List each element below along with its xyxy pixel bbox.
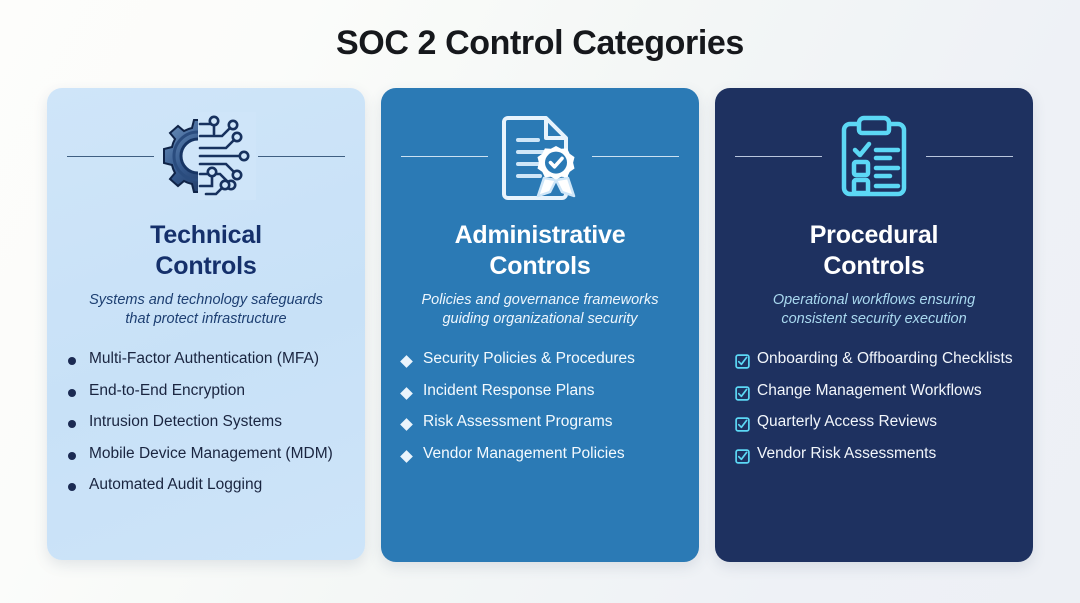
list-item-label: Vendor Management Policies: [423, 444, 625, 462]
diamond-bullet-icon: [400, 412, 423, 432]
list-item-label: Security Policies & Procedures: [423, 350, 635, 368]
list-item: Incident Response Plans: [400, 381, 679, 401]
control-list: Multi-Factor Authentication (MFA) End-to…: [67, 349, 345, 506]
list-item-label: Quarterly Access Reviews: [757, 413, 938, 431]
list-item-label: Change Management Workflows: [757, 381, 982, 399]
divider-right: [926, 155, 1013, 157]
card-subtitle: Policies and governance frameworks guidi…: [421, 292, 659, 328]
divider-left: [401, 155, 488, 157]
dot-bullet-icon: [67, 475, 89, 492]
list-item-label: Automated Audit Logging: [89, 476, 263, 494]
list-item-label: End-to-End Encryption: [89, 381, 245, 399]
divider-left: [735, 155, 822, 157]
diamond-bullet-icon: [400, 381, 423, 400]
list-item: End-to-End Encryption: [67, 381, 345, 401]
card-title: Procedural Controls: [809, 221, 939, 280]
list-item: Multi-Factor Authentication (MFA): [67, 349, 345, 369]
list-item: Vendor Management Policies: [400, 444, 679, 464]
list-item: Change Management Workflows: [735, 381, 1013, 401]
list-item-label: Mobile Device Management (MDM): [89, 444, 333, 462]
list-item-label: Vendor Risk Assessments: [757, 444, 937, 462]
card-administrative-controls[interactable]: Administrative Controls Policies and gov…: [381, 88, 699, 562]
list-item-label: Onboarding & Offboarding Checklists: [757, 350, 1013, 368]
card-technical-controls[interactable]: Technical Controls Systems and technolog…: [47, 88, 365, 560]
list-item-label: Intrusion Detection Systems: [89, 413, 282, 431]
icon-band: [67, 108, 345, 204]
icon-band: [735, 108, 1013, 204]
card-title: Administrative Controls: [454, 221, 626, 280]
list-item: Quarterly Access Reviews: [735, 412, 1013, 432]
card-subtitle: Systems and technology safeguards that p…: [89, 292, 323, 328]
card-procedural-controls[interactable]: Procedural Controls Operational workflow…: [715, 88, 1033, 562]
checkbox-bullet-icon: [735, 381, 757, 401]
document-certificate-icon: [488, 108, 592, 204]
diamond-bullet-icon: [400, 349, 423, 369]
divider-left: [67, 155, 154, 157]
control-list: Onboarding & Offboarding Checklists Chan…: [735, 349, 1013, 475]
list-item-label: Risk Assessment Programs: [423, 413, 613, 431]
clipboard-checklist-icon: [822, 108, 926, 204]
list-item: Intrusion Detection Systems: [67, 412, 345, 432]
card-title: Technical Controls: [150, 221, 262, 280]
list-item: Risk Assessment Programs: [400, 412, 679, 432]
divider-right: [592, 155, 679, 157]
page-title: SOC 2 Control Categories: [336, 24, 744, 62]
divider-right: [258, 155, 345, 157]
dot-bullet-icon: [67, 412, 89, 429]
control-list: Security Policies & Procedures Incident …: [400, 349, 679, 475]
dot-bullet-icon: [67, 381, 89, 397]
checkbox-bullet-icon: [735, 444, 757, 464]
card-subtitle: Operational workflows ensuring consisten…: [772, 292, 976, 328]
list-item-label: Multi-Factor Authentication (MFA): [89, 350, 319, 368]
list-item: Vendor Risk Assessments: [735, 444, 1013, 464]
list-item: Mobile Device Management (MDM): [67, 444, 345, 464]
dot-bullet-icon: [67, 349, 89, 366]
list-item: Security Policies & Procedures: [400, 349, 679, 369]
list-item-label: Incident Response Plans: [423, 381, 595, 399]
list-item: Onboarding & Offboarding Checklists: [735, 349, 1013, 369]
category-cards-row: Technical Controls Systems and technolog…: [47, 88, 1033, 564]
checkbox-bullet-icon: [735, 412, 757, 432]
diamond-bullet-icon: [400, 444, 423, 463]
dot-bullet-icon: [67, 444, 89, 460]
icon-band: [401, 108, 679, 204]
list-item: Automated Audit Logging: [67, 475, 345, 495]
checkbox-bullet-icon: [735, 349, 757, 369]
gear-circuit-icon: [154, 108, 258, 204]
